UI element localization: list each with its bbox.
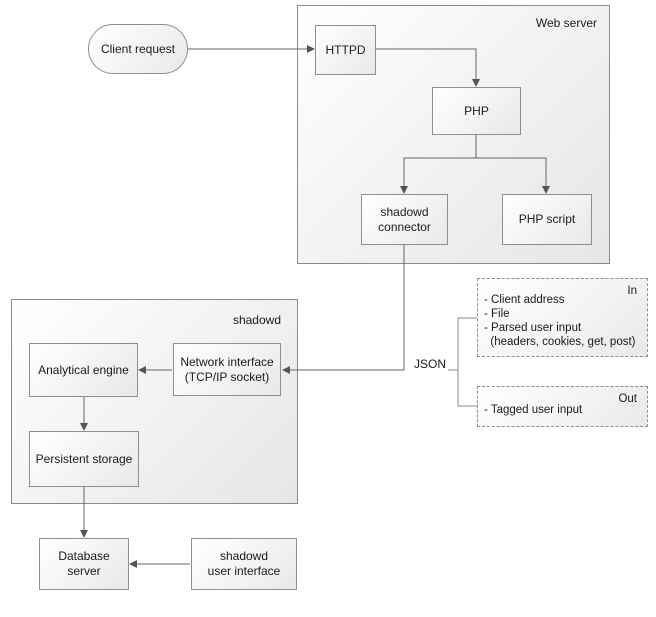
shadowd-container-label: shadowd [232, 313, 281, 327]
shadowd-ui-node: shadowd user interface [191, 538, 297, 590]
input-note-item: - Parsed user input [484, 322, 582, 334]
client-request-label: Client request [100, 41, 176, 56]
json-note-brace [457, 317, 477, 407]
network-interface-line-1: Network interface [180, 354, 274, 369]
network-interface-line-2: (TCP/IP socket) [184, 369, 270, 384]
edge-php-to-connector [400, 135, 477, 194]
httpd-label: HTTPD [325, 42, 366, 57]
edge-httpd-to-php [376, 48, 480, 87]
web-server-label: Web server [535, 16, 597, 30]
output-note: Out - Tagged user input [477, 386, 648, 427]
php-script-label: PHP script [518, 212, 576, 226]
database-server-line-2: server [67, 564, 101, 578]
httpd-node: HTTPD [315, 25, 376, 75]
input-note: In - Client address - File - Parsed user… [477, 278, 648, 357]
shadowd-connector-line-1: shadowd [380, 204, 429, 219]
input-note-item: (headers, cookies, get, post) [484, 336, 636, 348]
shadowd-connector-line-2: connector [378, 219, 431, 234]
input-note-item: - Client address [484, 294, 565, 306]
shadowd-connector-node: shadowd connector [361, 194, 448, 245]
shadowd-ui-line-2: user interface [207, 564, 281, 578]
php-node: PHP [432, 87, 521, 135]
analytical-engine-node: Analytical engine [29, 343, 138, 397]
analytical-engine-label: Analytical engine [38, 362, 129, 377]
php-label: PHP [464, 103, 489, 118]
input-note-item: - File [484, 308, 510, 320]
database-server-node: Database server [39, 538, 129, 590]
output-note-tag: Out [618, 393, 637, 405]
json-edge-label: JSON [414, 357, 447, 371]
network-interface-node: Network interface (TCP/IP socket) [173, 343, 281, 396]
edge-connector-to-network [282, 245, 405, 374]
shadowd-ui-line-1: shadowd [219, 549, 269, 563]
database-server-line-1: Database [58, 549, 110, 563]
output-note-item: - Tagged user input [484, 404, 583, 416]
php-script-node: PHP script [502, 194, 592, 245]
output-note-list: - Tagged user input [484, 403, 582, 417]
input-note-tag: In [627, 285, 637, 297]
persistent-storage-label: Persistent storage [35, 451, 133, 466]
client-request-node: Client request [88, 24, 188, 74]
edge-php-to-script [476, 157, 550, 194]
persistent-storage-node: Persistent storage [29, 431, 139, 487]
input-note-list: - Client address - File - Parsed user in… [484, 293, 636, 349]
